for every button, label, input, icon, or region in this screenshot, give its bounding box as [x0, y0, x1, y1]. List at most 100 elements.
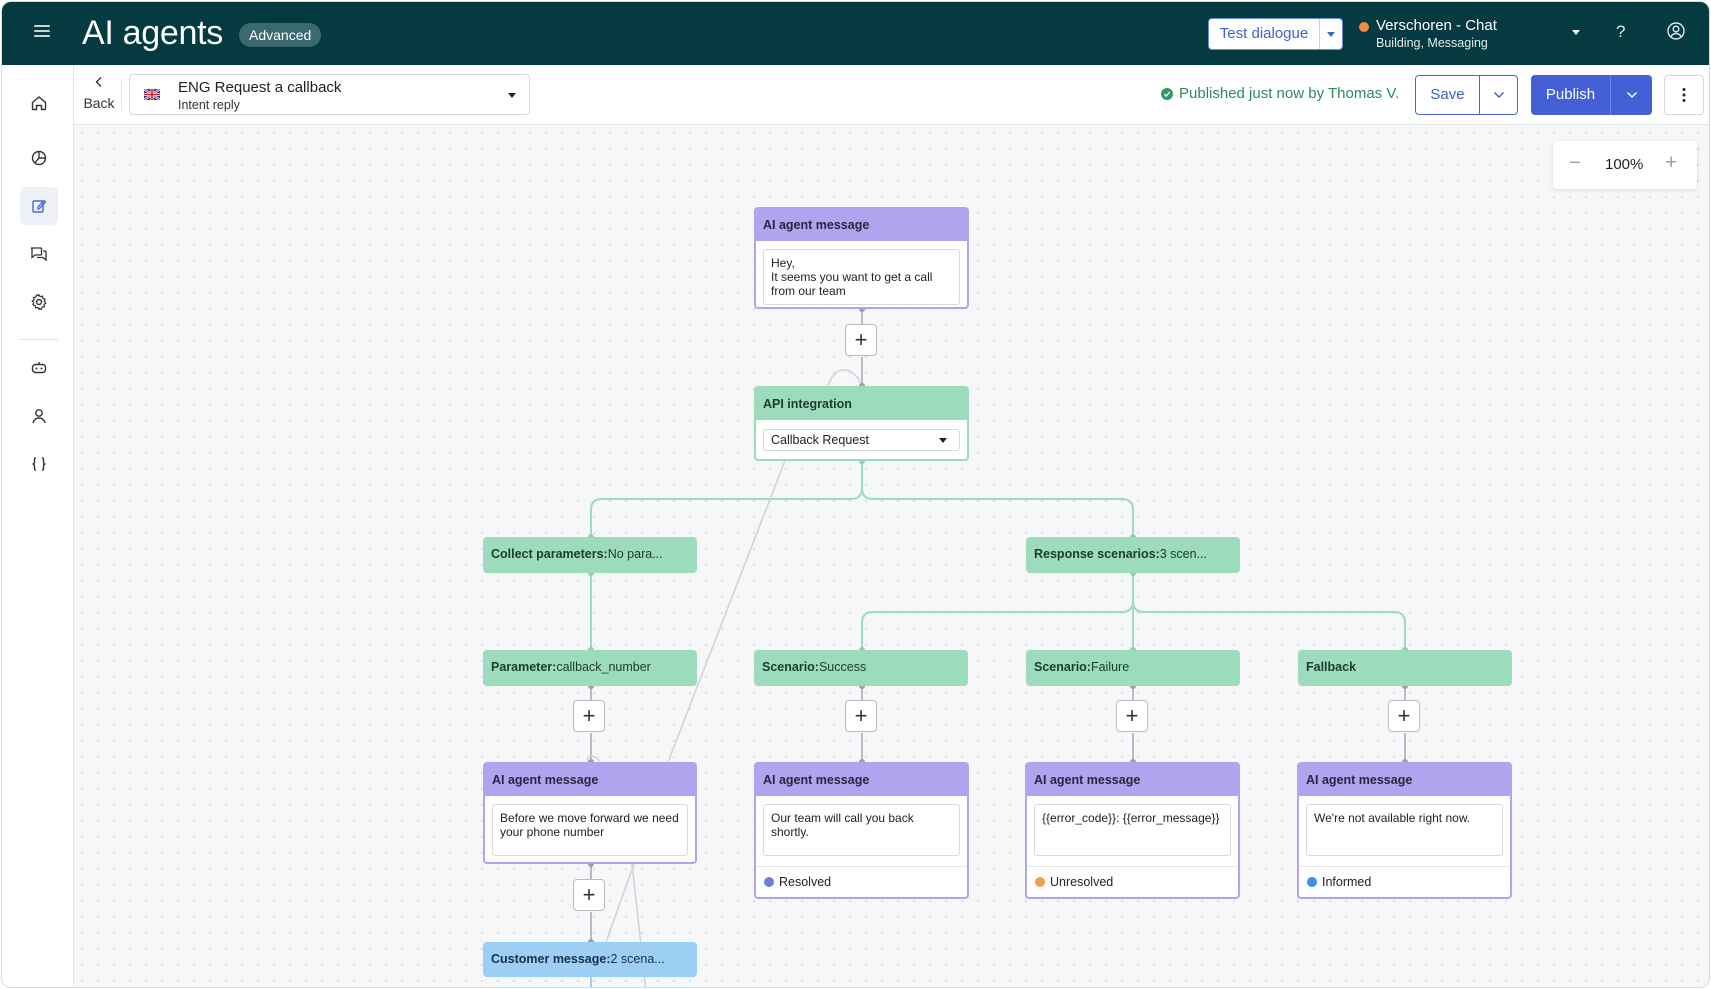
add-step-button[interactable]: +	[573, 879, 605, 911]
conversations-icon[interactable]	[20, 235, 58, 273]
resolution-status: Resolved	[756, 866, 967, 897]
zoom-control: − 100% +	[1553, 141, 1697, 189]
status-dot	[1035, 877, 1045, 887]
home-icon[interactable]	[20, 84, 58, 122]
edit-icon[interactable]	[20, 187, 58, 225]
intent-name: ENG Request a callback	[178, 79, 342, 96]
uk-flag-icon	[144, 89, 160, 100]
menu-icon[interactable]	[34, 25, 50, 37]
caret-down-icon	[1572, 30, 1580, 35]
caret-down-icon	[1327, 31, 1335, 37]
app-title: AI agents	[82, 14, 223, 52]
add-step-button[interactable]: +	[1116, 700, 1148, 732]
workspace-subtitle: Building, Messaging	[1376, 36, 1488, 50]
publish-button-group: Publish	[1531, 75, 1652, 115]
response-scenarios-node[interactable]: Response scenarios:3 scen...	[1026, 537, 1240, 573]
node-title: Collect parameters:No para...	[491, 547, 663, 561]
api-integration-node[interactable]: API integration Callback Request	[754, 386, 969, 461]
ai-agent-message-node[interactable]: AI agent message Hey, It seems you want …	[754, 207, 969, 309]
ai-agent-message-node[interactable]: AI agent message Before we move forward …	[483, 762, 697, 864]
publish-status: Published just now by Thomas V.	[1161, 85, 1399, 102]
chevron-left-icon	[95, 77, 102, 87]
add-step-button[interactable]: +	[845, 324, 877, 356]
workspace-switcher[interactable]: Verschoren - Chat Building, Messaging	[1359, 17, 1584, 53]
fallback-node[interactable]: Fallback	[1298, 650, 1512, 686]
workspace-name: Verschoren - Chat	[1376, 17, 1497, 34]
zoom-in-button[interactable]: +	[1665, 151, 1678, 174]
help-icon[interactable]: ?	[1616, 22, 1626, 41]
ai-agent-message-node[interactable]: AI agent message {{error_code}}: {{error…	[1025, 762, 1240, 899]
workspace-status-dot	[1359, 22, 1369, 32]
node-title: AI agent message	[756, 209, 967, 241]
status-label: Informed	[1322, 875, 1372, 889]
status-label: Unresolved	[1050, 875, 1114, 889]
user-icon[interactable]	[20, 397, 58, 435]
back-button[interactable]: Back	[82, 75, 116, 111]
code-braces-icon[interactable]	[20, 445, 58, 483]
save-button[interactable]: Save	[1416, 76, 1480, 114]
ai-agent-message-node[interactable]: AI agent message Our team will call you …	[754, 762, 969, 899]
select-value: Callback Request	[771, 433, 869, 447]
back-label: Back	[83, 95, 115, 111]
parameter-node[interactable]: Parameter:callback_number	[483, 650, 697, 686]
profile-icon[interactable]	[1667, 22, 1685, 45]
test-dialogue-label[interactable]: Test dialogue	[1209, 19, 1320, 49]
status-dot	[1307, 877, 1317, 887]
message-text[interactable]: {{error_code}}: {{error_message}}	[1034, 804, 1231, 856]
add-step-button[interactable]: +	[573, 700, 605, 732]
publish-button[interactable]: Publish	[1531, 75, 1611, 115]
node-title: Response scenarios:3 scen...	[1034, 547, 1207, 561]
plan-badge: Advanced	[239, 23, 322, 47]
rail-divider	[20, 339, 58, 340]
more-vertical-icon	[1682, 88, 1686, 102]
more-options-button[interactable]	[1664, 75, 1704, 115]
node-title: Scenario:Failure	[1034, 660, 1130, 674]
status-label: Resolved	[779, 875, 832, 889]
node-title: Customer message:2 scena...	[491, 952, 665, 966]
resolution-status: Unresolved	[1027, 866, 1238, 897]
zoom-level: 100%	[1605, 156, 1644, 173]
add-step-button[interactable]: +	[845, 700, 877, 732]
toolbar-divider	[121, 79, 122, 111]
left-navigation	[2, 65, 74, 987]
top-bar: AI agents Advanced Test dialogue Verscho…	[2, 2, 1709, 65]
node-title: Parameter:callback_number	[491, 660, 651, 674]
save-button-group: Save	[1415, 75, 1518, 115]
caret-down-icon	[939, 438, 947, 443]
bot-icon[interactable]	[20, 349, 58, 387]
check-circle-icon	[1161, 87, 1173, 100]
scenario-success-node[interactable]: Scenario:Success	[754, 650, 968, 686]
zoom-out-button[interactable]: −	[1569, 152, 1581, 174]
settings-icon[interactable]	[20, 283, 58, 321]
analytics-icon[interactable]	[20, 139, 58, 177]
customer-message-node[interactable]: Customer message:2 scena...	[483, 942, 697, 977]
test-dialogue-button[interactable]: Test dialogue	[1208, 18, 1343, 50]
node-title: Scenario:Success	[762, 660, 867, 674]
add-step-button[interactable]: +	[1388, 700, 1420, 732]
api-integration-select[interactable]: Callback Request	[763, 429, 960, 451]
chevron-down-icon	[1493, 92, 1504, 98]
message-line: Hey,	[771, 256, 795, 270]
scenario-failure-node[interactable]: Scenario:Failure	[1026, 650, 1240, 686]
message-text[interactable]: Hey, It seems you want to get a call fro…	[763, 249, 960, 305]
intent-type: Intent reply	[178, 98, 240, 112]
collect-parameters-node[interactable]: Collect parameters:No para...	[483, 537, 697, 573]
ai-agent-message-node[interactable]: AI agent message We're not available rig…	[1297, 762, 1512, 899]
save-options-button[interactable]	[1480, 76, 1517, 114]
message-text[interactable]: Before we move forward we need your phon…	[492, 804, 688, 856]
intent-selector[interactable]: ENG Request a callback Intent reply	[129, 74, 530, 115]
chevron-down-icon	[1626, 92, 1637, 98]
publish-options-button[interactable]	[1611, 75, 1652, 115]
node-title: AI agent message	[1299, 764, 1510, 796]
publish-status-text: Published just now by Thomas V.	[1179, 85, 1400, 102]
message-text[interactable]: Our team will call you back shortly.	[763, 804, 960, 856]
node-title: API integration	[756, 388, 967, 420]
node-title: AI agent message	[756, 764, 967, 796]
test-dialogue-dropdown[interactable]	[1320, 19, 1342, 49]
message-text[interactable]: We're not available right now.	[1306, 804, 1503, 856]
node-title: AI agent message	[485, 764, 695, 796]
editor-toolbar: Back ENG Request a callback Intent reply…	[74, 65, 1709, 125]
caret-down-icon	[508, 93, 516, 98]
node-title: AI agent message	[1027, 764, 1238, 796]
message-line: It seems you want to get a call from our…	[771, 270, 933, 298]
